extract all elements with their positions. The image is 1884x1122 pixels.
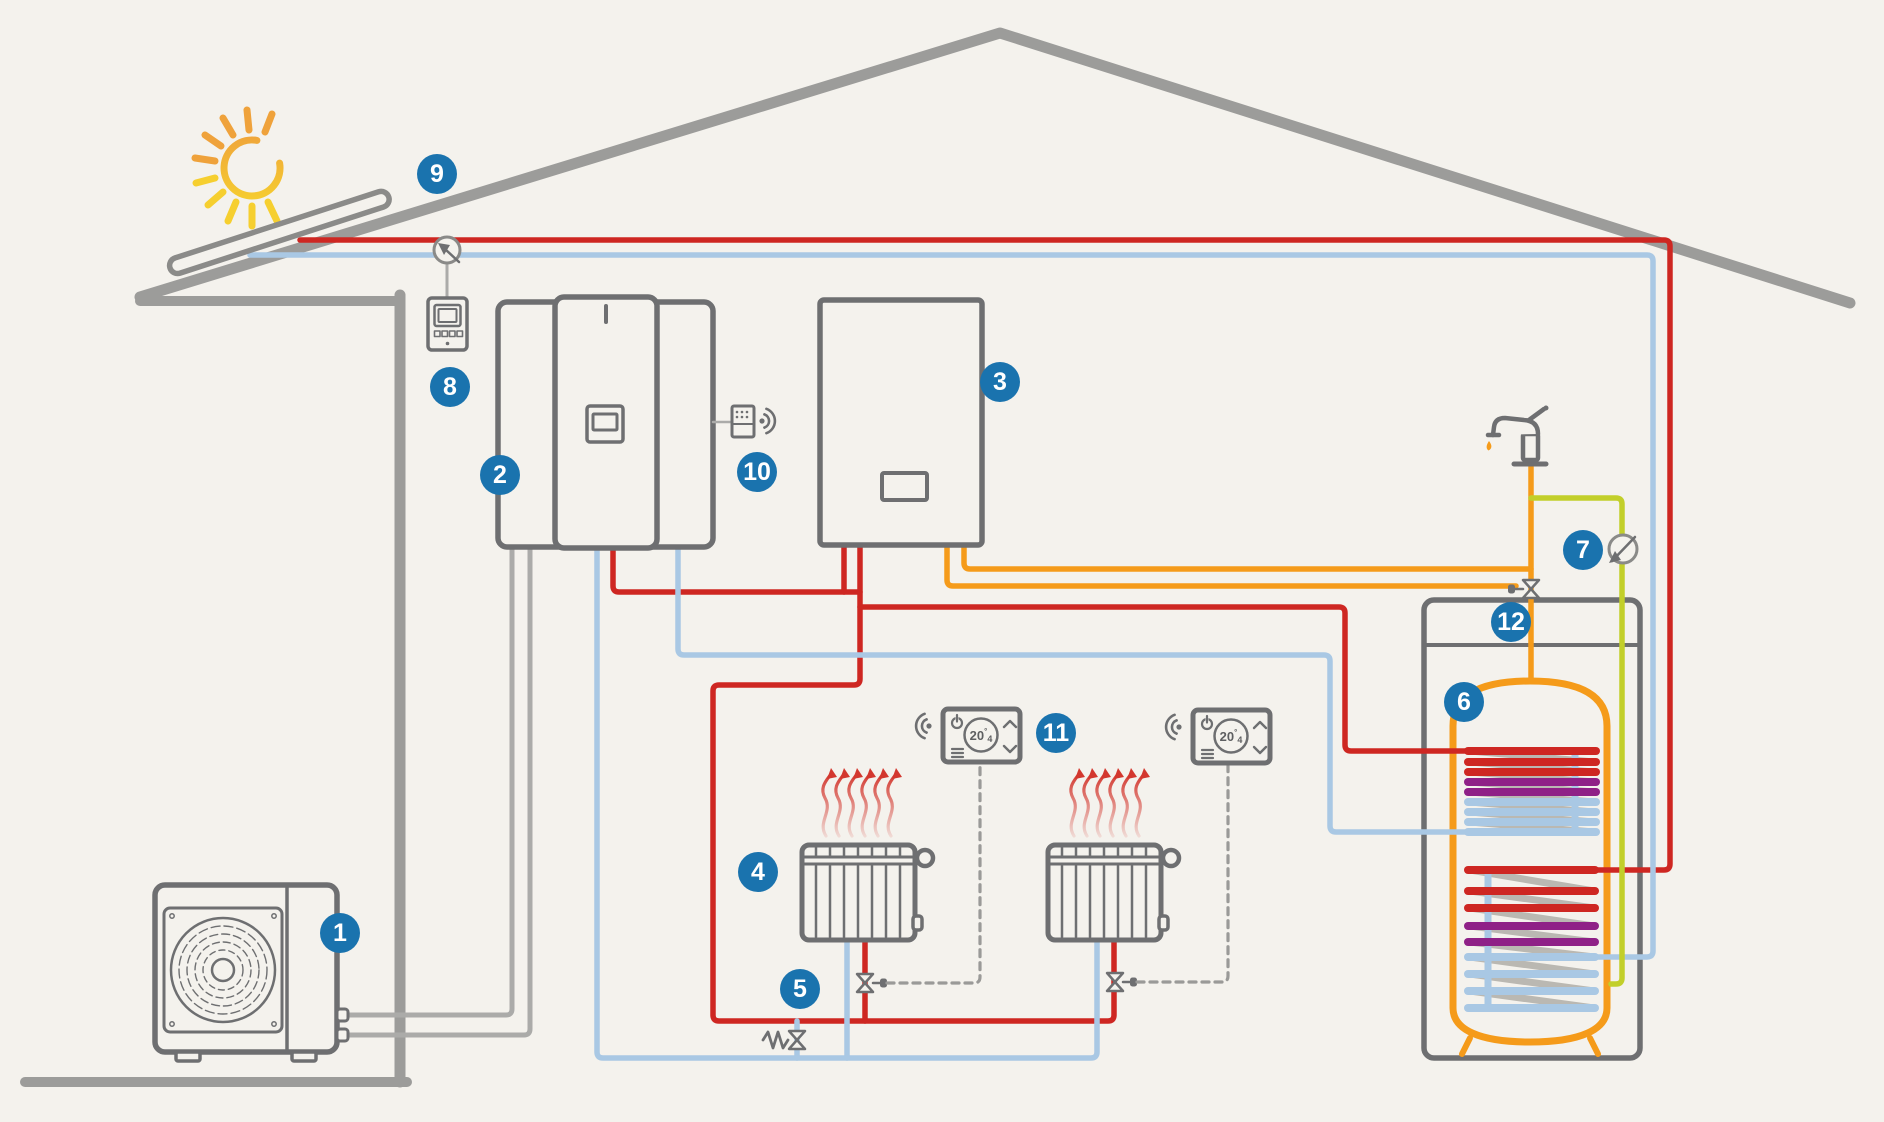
boiler <box>817 297 985 548</box>
menu-icon <box>1200 748 1215 760</box>
power-icon <box>950 713 964 730</box>
circulation-pump-icon <box>1607 533 1639 565</box>
thermostat-2 <box>1164 707 1273 766</box>
tank-coil-upper <box>1464 747 1600 836</box>
badge-2-indoor-unit[interactable]: 2 <box>480 455 520 495</box>
heating-return-pipes <box>247 252 1656 1061</box>
chevron-up-icon <box>1002 719 1018 729</box>
thermostat-2-reading: 20°4 <box>1219 728 1243 745</box>
badge-6-tank[interactable]: 6 <box>1444 682 1484 722</box>
thermostat-1 <box>914 706 1023 765</box>
thermostat-1-reading: 20°4 <box>969 727 993 744</box>
faucet-icon <box>1485 405 1549 467</box>
badge-1-outdoor-unit[interactable]: 1 <box>320 913 360 953</box>
heating-flow-pipes <box>297 237 1673 1024</box>
water-drop-icon <box>1486 441 1492 451</box>
internet-gateway <box>711 404 777 439</box>
badge-3-boiler[interactable]: 3 <box>980 362 1020 402</box>
radiator-2 <box>1045 842 1182 943</box>
badge-12-valve[interactable]: 12 <box>1491 602 1531 642</box>
badge-10-gateway[interactable]: 10 <box>737 452 777 492</box>
heat-waves-radiator-2 <box>1069 768 1150 838</box>
house-outline <box>20 27 1856 1088</box>
radiator-valve-2 <box>1105 971 1137 993</box>
indoor-unit-display <box>585 404 625 444</box>
wifi-icon <box>1164 713 1182 741</box>
tank-vessel <box>1449 677 1611 1057</box>
badge-9-solar-collector[interactable]: 9 <box>417 154 457 194</box>
roof-sensor-icon <box>432 235 462 265</box>
tank-coil-lower <box>1464 866 1599 1012</box>
badge-8-controller[interactable]: 8 <box>430 367 470 407</box>
tank-outlet-valve-icon <box>1508 578 1541 600</box>
fan-icon <box>169 916 277 1024</box>
heat-waves-radiator-1 <box>821 768 902 838</box>
indoor-unit <box>495 294 716 551</box>
chevron-up-icon <box>1252 720 1268 730</box>
bypass-valve-icon <box>761 1029 807 1051</box>
refrigerant-pipes <box>344 544 533 1038</box>
dhw-pipes <box>944 464 1534 684</box>
solar-return-pipe <box>247 252 1656 960</box>
chevron-down-icon <box>1252 745 1268 755</box>
circulation-pipe <box>1528 495 1625 987</box>
badge-11-thermostat[interactable]: 11 <box>1036 713 1076 753</box>
radiator-knob <box>1160 847 1182 869</box>
badge-7-pump[interactable]: 7 <box>1563 530 1603 570</box>
radiator-knob <box>914 847 936 869</box>
wifi-icon <box>759 407 777 435</box>
power-icon <box>1200 714 1214 731</box>
radiator-1 <box>799 842 936 943</box>
system-controller <box>426 261 469 352</box>
solar-flow-pipe <box>297 237 1673 873</box>
sun-icon <box>191 106 284 230</box>
chevron-down-icon <box>1002 744 1018 754</box>
control-line-1 <box>885 763 982 985</box>
badge-4-radiator[interactable]: 4 <box>738 852 778 892</box>
wifi-icon <box>914 712 932 740</box>
solar-collector <box>166 188 392 277</box>
badge-5-bypass-valve[interactable]: 5 <box>780 969 820 1009</box>
radiator-valve-1 <box>855 972 887 994</box>
control-line-2 <box>1135 764 1230 984</box>
boiler-display <box>880 471 929 502</box>
outdoor-unit <box>152 882 350 1063</box>
menu-icon <box>950 747 965 759</box>
